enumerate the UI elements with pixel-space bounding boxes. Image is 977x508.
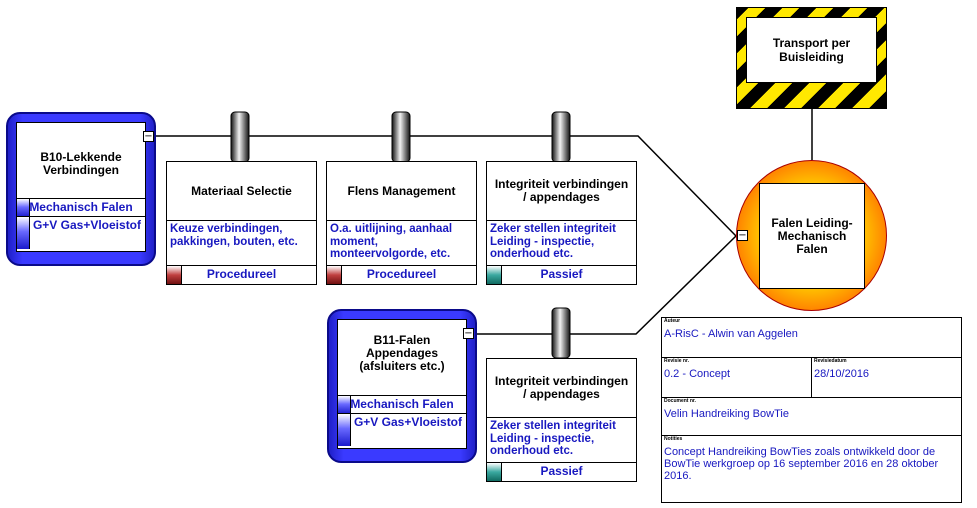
- barrier-description: Zeker stellen integriteit Leiding - insp…: [487, 417, 636, 468]
- threat-title: B11-Falen Appendages (afsluiters etc.): [359, 333, 445, 373]
- barrier-connector: [551, 307, 571, 359]
- info-author-value: A-RisC - Alwin van Aggelen: [664, 328, 798, 340]
- passive-icon: [487, 463, 502, 481]
- barrier-type-label: Procedureel: [366, 267, 437, 281]
- barrier-type: Procedureel: [167, 265, 316, 284]
- barrier-connector: [230, 111, 250, 163]
- info-author-label: Auteur: [664, 318, 681, 324]
- info-version-value: 0.2 - Concept: [664, 368, 731, 380]
- barrier-description: Keuze verbindingen, pakkingen, bouten, e…: [167, 220, 316, 271]
- barrier-type: Procedureel: [327, 265, 476, 284]
- info-notes-label: Notities: [664, 436, 683, 442]
- barrier-type: Passief: [487, 462, 636, 481]
- info-notes-value: Concept Handreiking BowTies zoals ontwik…: [664, 446, 939, 482]
- info-notes: Notities Concept Handreiking BowTies zoa…: [662, 436, 962, 502]
- barrier-description: O.a. uitlijning, aanhaal moment, monteer…: [327, 220, 476, 271]
- barrier-title: Flens Management: [347, 183, 456, 198]
- barrier-flens-management[interactable]: Flens Management O.a. uitlijning, aanhaa…: [326, 161, 477, 285]
- info-document-label: Document nr.: [664, 398, 696, 404]
- procedural-icon: [167, 266, 182, 284]
- info-document: Document nr. Velin Handreiking BowTie: [662, 398, 962, 436]
- collapse-toggle[interactable]: −: [143, 131, 154, 142]
- threat-substance: G+V Gas+Vloeistof: [17, 216, 145, 249]
- threat-b11[interactable]: B11-Falen Appendages (afsluiters etc.) M…: [327, 309, 477, 463]
- barrier-title: Integriteit verbindingen / appendages: [494, 374, 629, 401]
- barrier-integriteit-2[interactable]: Integriteit verbindingen / appendages Ze…: [486, 358, 637, 482]
- diagram-info-table: Auteur A-RisC - Alwin van Aggelen Revisi…: [661, 317, 962, 503]
- barrier-type-label: Passief: [540, 464, 583, 478]
- mechanism-icon: [17, 199, 30, 217]
- substance-icon: [338, 414, 351, 446]
- threat-inner: B10-Lekkende Verbindingen Mechanisch Fal…: [16, 122, 146, 252]
- info-date: Revisiedatum 28/10/2016: [812, 358, 962, 398]
- passive-icon: [487, 266, 502, 284]
- info-date-label: Revisiedatum: [814, 358, 847, 364]
- threat-mechanism: Mechanisch Falen: [338, 395, 466, 414]
- threat-substance-label: G+V Gas+Vloeistof: [353, 415, 463, 429]
- barrier-title: Materiaal Selectie: [191, 183, 292, 198]
- barrier-type: Passief: [487, 265, 636, 284]
- top-event-title: Falen Leiding- Mechanisch Falen: [759, 183, 865, 289]
- threat-mechanism: Mechanisch Falen: [17, 198, 145, 217]
- substance-icon: [17, 217, 30, 249]
- info-version-label: Revisie nr.: [664, 358, 690, 364]
- threat-substance-label: G+V Gas+Vloeistof: [32, 218, 142, 232]
- info-version: Revisie nr. 0.2 - Concept: [662, 358, 812, 398]
- threat-mechanism-label: Mechanisch Falen: [350, 397, 454, 411]
- barrier-connector: [391, 111, 411, 163]
- collapse-toggle[interactable]: −: [737, 230, 748, 241]
- hazard-box[interactable]: Transport per Buisleiding: [736, 7, 887, 109]
- threat-substance: G+V Gas+Vloeistof: [338, 413, 466, 446]
- info-document-value: Velin Handreiking BowTie: [664, 408, 789, 420]
- barrier-description: Zeker stellen integriteit Leiding - insp…: [487, 220, 636, 271]
- barrier-integriteit-1[interactable]: Integriteit verbindingen / appendages Ze…: [486, 161, 637, 285]
- procedural-icon: [327, 266, 342, 284]
- threat-mechanism-label: Mechanisch Falen: [29, 200, 133, 214]
- hazard-title: Transport per Buisleiding: [746, 17, 877, 83]
- barrier-title: Integriteit verbindingen / appendages: [494, 177, 629, 204]
- threat-title: B10-Lekkende Verbindingen: [40, 150, 122, 177]
- barrier-type-label: Procedureel: [206, 267, 277, 281]
- mechanism-icon: [338, 396, 351, 414]
- threat-inner: B11-Falen Appendages (afsluiters etc.) M…: [337, 319, 467, 449]
- top-event[interactable]: Falen Leiding- Mechanisch Falen: [736, 160, 887, 311]
- info-author: Auteur A-RisC - Alwin van Aggelen: [662, 318, 962, 358]
- threat-b10[interactable]: B10-Lekkende Verbindingen Mechanisch Fal…: [6, 112, 156, 266]
- barrier-type-label: Passief: [540, 267, 583, 281]
- info-date-value: 28/10/2016: [814, 368, 870, 380]
- collapse-toggle[interactable]: −: [463, 328, 474, 339]
- barrier-materiaal-selectie[interactable]: Materiaal Selectie Keuze verbindingen, p…: [166, 161, 317, 285]
- barrier-connector: [551, 111, 571, 163]
